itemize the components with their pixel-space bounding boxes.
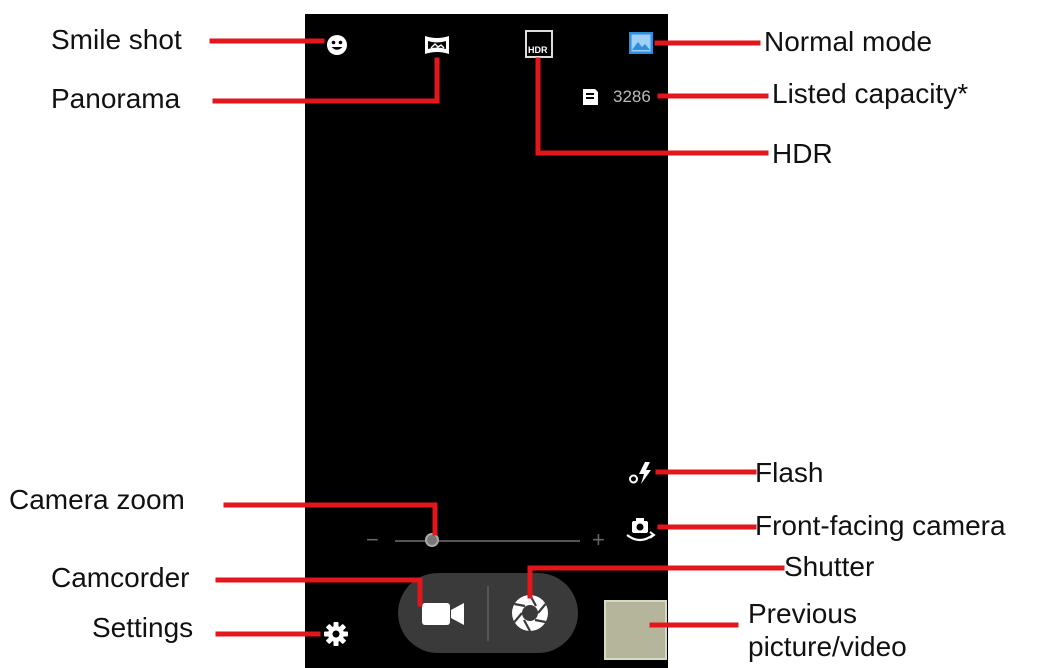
zoom-out-icon[interactable]: − (366, 527, 379, 552)
label-previous-line2: picture/video (748, 631, 907, 662)
label-shutter: Shutter (784, 551, 875, 582)
label-listed-capacity: Listed capacity* (772, 78, 969, 109)
flash-auto-icon[interactable] (628, 460, 656, 486)
previous-picture-thumbnail[interactable] (604, 600, 667, 660)
label-front-facing-camera: Front-facing camera (755, 510, 1006, 541)
label-flash: Flash (755, 457, 824, 488)
gear-icon[interactable] (322, 620, 350, 648)
zoom-in-icon[interactable]: + (592, 527, 605, 552)
label-previous-line1: Previous (748, 598, 857, 629)
camera-switch-icon[interactable] (623, 516, 657, 546)
hdr-icon[interactable]: HDR (525, 30, 553, 58)
zoom-slider-handle[interactable] (425, 533, 439, 547)
smile-icon[interactable] (325, 33, 349, 57)
capture-pill-divider (487, 586, 489, 641)
hdr-icon-text: HDR (528, 45, 548, 55)
zoom-slider-track[interactable] (395, 540, 580, 542)
label-camera-zoom: Camera zoom (9, 484, 185, 515)
camera-screen (305, 14, 668, 668)
picture-icon[interactable] (628, 31, 654, 55)
video-camera-icon[interactable] (420, 600, 466, 628)
label-settings: Settings (92, 612, 194, 643)
label-normal-mode: Normal mode (764, 26, 933, 57)
aperture-icon[interactable] (510, 593, 550, 633)
panorama-icon[interactable] (423, 33, 451, 57)
label-panorama: Panorama (51, 83, 181, 114)
label-hdr: HDR (772, 138, 833, 169)
label-smile-shot: Smile shot (51, 24, 182, 55)
storage-count: 3286 (613, 87, 651, 106)
label-camcorder: Camcorder (51, 562, 190, 593)
memory-card-icon (583, 89, 598, 105)
